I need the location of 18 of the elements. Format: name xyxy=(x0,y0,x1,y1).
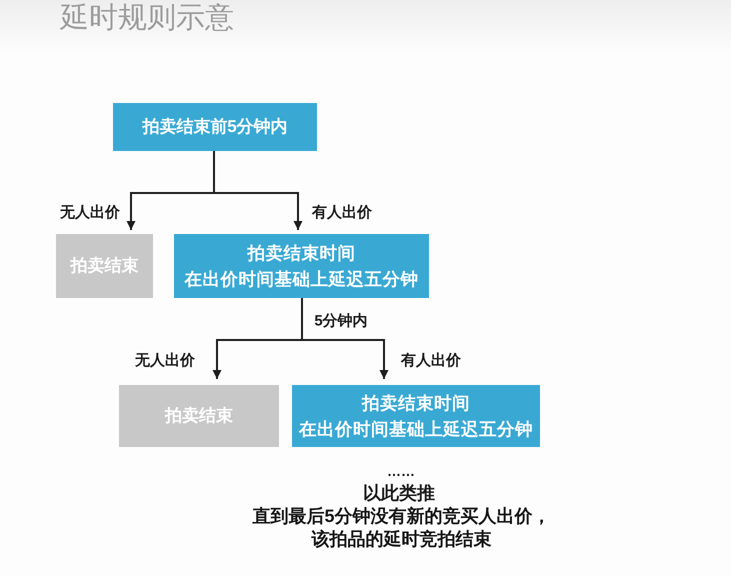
process-box xyxy=(174,234,429,298)
edge-label: 无人出价 xyxy=(60,204,120,222)
body-text: 在出价时间基础上延迟五分钟 xyxy=(184,268,418,291)
condition-label: 5分钟内 xyxy=(314,312,368,330)
title: 延时规则示意 xyxy=(60,2,234,34)
ellipsis-text: …… xyxy=(387,462,415,480)
edge-label: 有人出价 xyxy=(401,352,461,370)
body-text: 在出价时间基础上延迟五分钟 xyxy=(299,418,533,441)
heading-text: 拍卖结束时间 xyxy=(362,392,470,415)
note-text: 以此类推 xyxy=(363,482,435,504)
arrow xyxy=(213,151,302,230)
arrow xyxy=(301,298,388,379)
heading-text: 拍卖结束时间 xyxy=(248,242,356,265)
edge-label: 无人出价 xyxy=(135,352,195,370)
process-box: 拍卖结束前5分钟内 xyxy=(113,103,317,151)
note-text: 直到最后5分钟没有新的竞买人出价，该拍品的延时竞拍结束 xyxy=(251,505,552,551)
edge-label: 有人出价 xyxy=(312,204,372,222)
process-box xyxy=(292,385,540,447)
